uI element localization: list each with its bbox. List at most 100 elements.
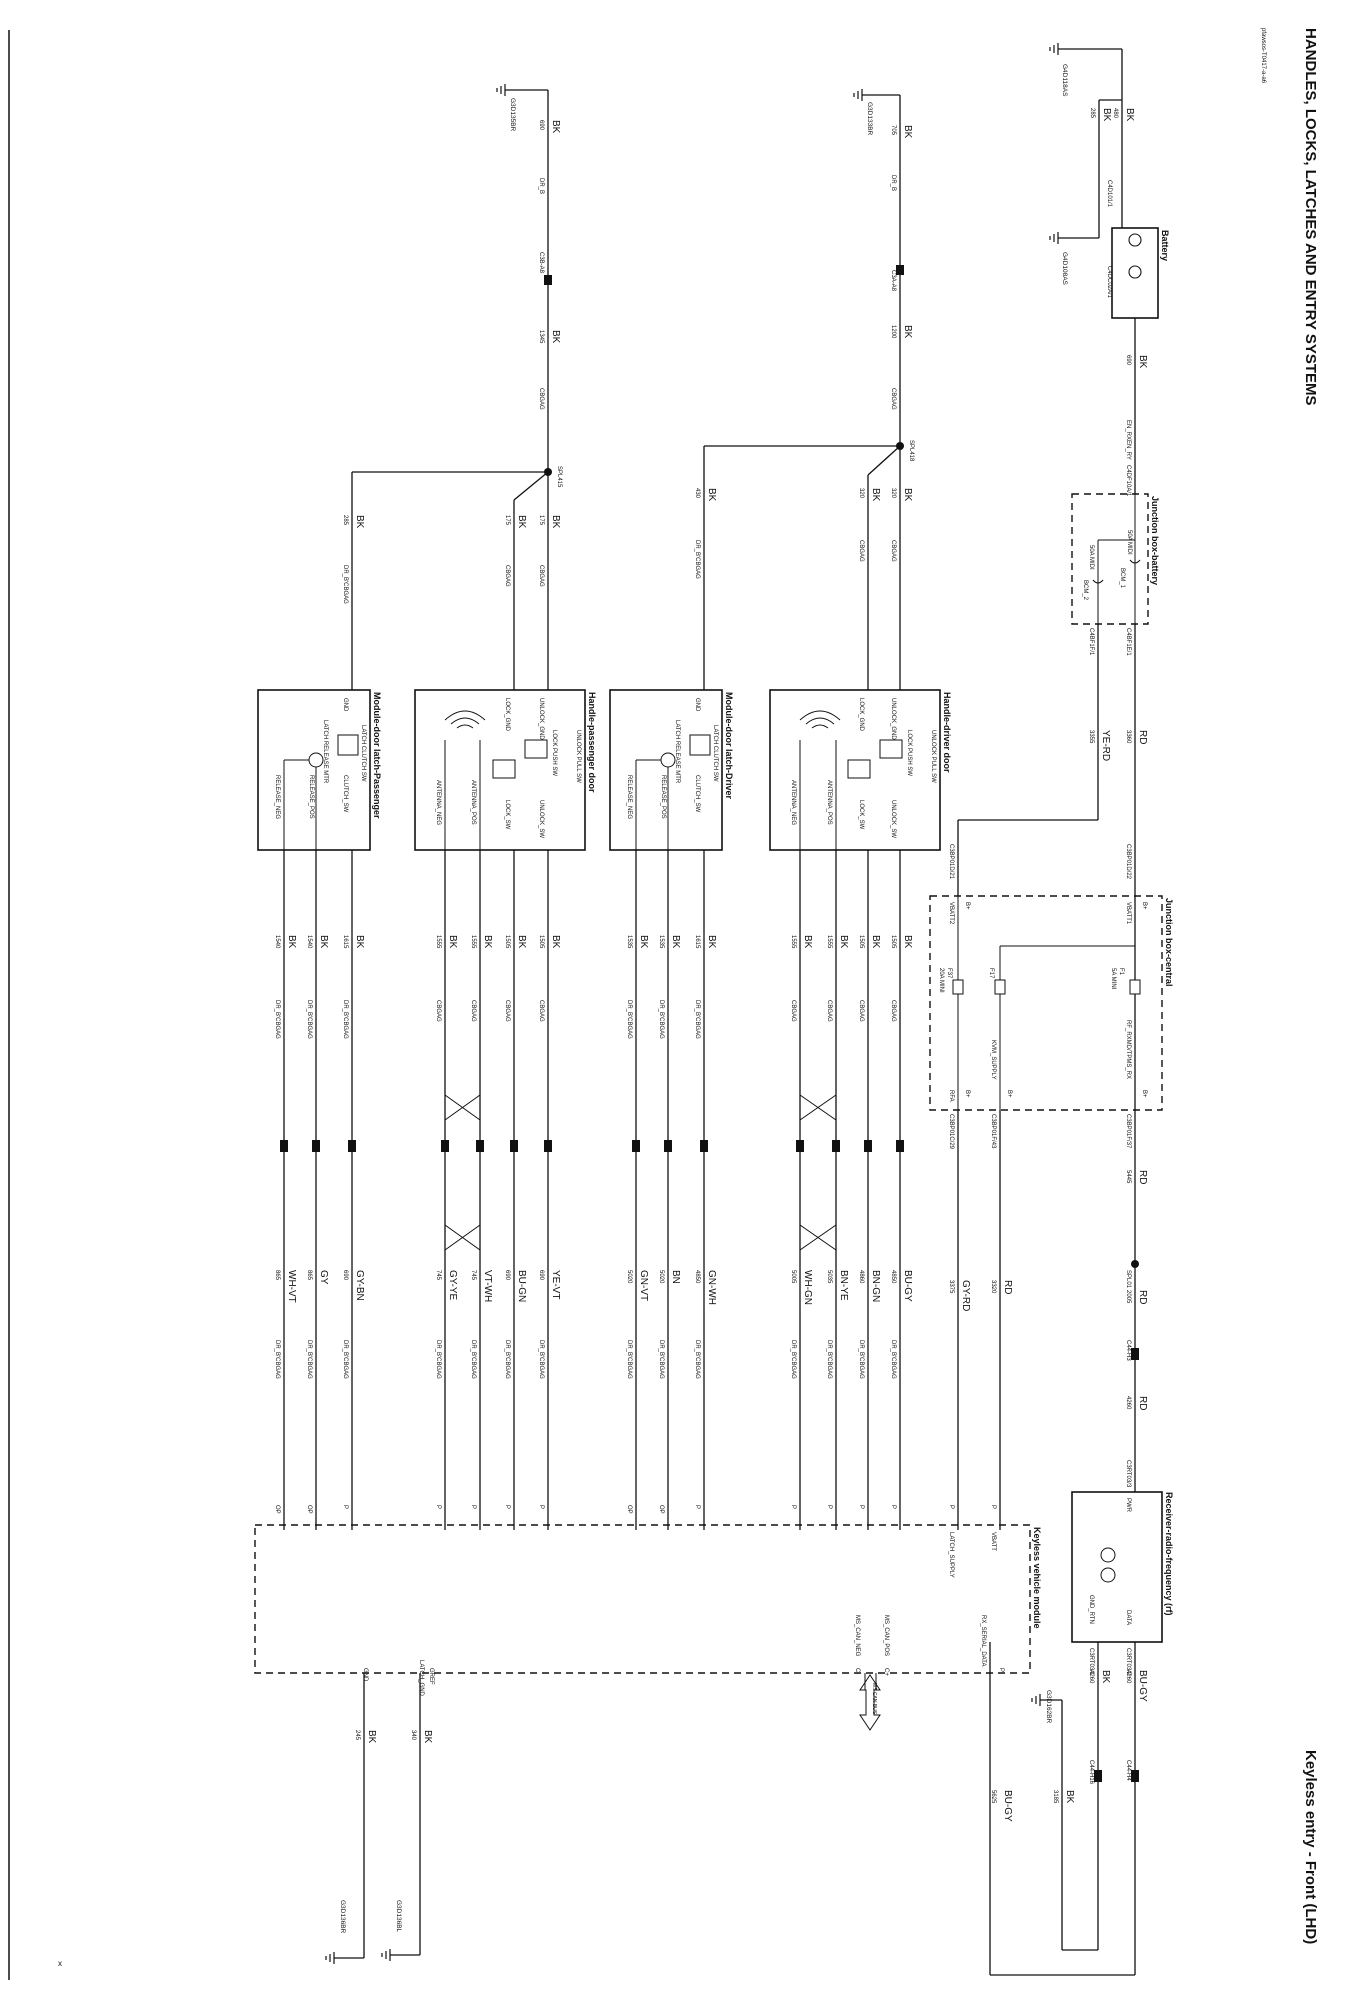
- pin-label: GND_RTN: [1088, 1595, 1094, 1624]
- twisted-pair-symbol: [799, 1094, 837, 1121]
- pin-label: C4D101/1: [1106, 180, 1112, 208]
- clutch-switch-symbol: [689, 734, 711, 756]
- wire-size-label: 4260: [1088, 1670, 1094, 1684]
- pin-label: P: [470, 1505, 476, 1509]
- antenna-icon: [799, 710, 841, 729]
- pin-label: C4DC02A/1: [1106, 266, 1112, 299]
- circuit-label: DR_B'CBGAG: [626, 1340, 632, 1379]
- wire-size-label: 1555: [826, 935, 832, 949]
- wire-size-label: 320: [890, 488, 896, 499]
- circuit-label: DR_B'CBGAG: [342, 1340, 348, 1379]
- wire-color-label: BK: [354, 515, 365, 529]
- pin-label: C3BP01F/37: [1125, 1114, 1131, 1149]
- wire-size-label: 1615: [342, 935, 348, 949]
- wire-size-label: 285: [342, 515, 348, 526]
- circuit-label: DR_B'CBGAG: [890, 1340, 896, 1379]
- kvm-label: Keyless vehicle module: [1032, 1527, 1042, 1629]
- wire-color-label: RD: [1002, 1280, 1013, 1294]
- jb-battery-outline: [1071, 493, 1149, 625]
- connector-label: C3A-A8: [890, 270, 896, 292]
- splice-label: SPL01: [1125, 1270, 1131, 1289]
- circuit-label: CBGAG: [890, 1000, 896, 1022]
- pin-label: DATA: [1125, 1610, 1131, 1625]
- circuit-label: CBGAG: [890, 540, 896, 562]
- wire-color-label: BK: [550, 120, 561, 134]
- wire-color-label: BN-GN: [870, 1270, 881, 1302]
- fuse-f17-symbol: [994, 979, 1006, 995]
- connector-label: C3B-A8: [538, 252, 544, 274]
- latch-driver-box: [609, 689, 723, 851]
- ground-symbol: [496, 84, 506, 96]
- fuse-symbol: [1092, 579, 1104, 584]
- pin-label: P: [342, 1505, 348, 1509]
- reference-code: pfawsos-T0417-a-a6: [1260, 28, 1266, 84]
- pin-label: LATCH_SUPPLY: [948, 1532, 954, 1578]
- circuit-label: CBGAG: [890, 388, 896, 410]
- pin-label: P: [435, 1505, 441, 1509]
- battery-label: Battery: [1160, 230, 1170, 261]
- wire-size-label: 430: [694, 488, 700, 499]
- circuit-label: EN_RXEN_RY: [1125, 420, 1131, 460]
- wire-size-label: 1540: [306, 935, 312, 949]
- wire-bk-175: [513, 471, 549, 501]
- pin-label: P: [826, 1505, 832, 1509]
- wire-color-label: BK: [550, 935, 561, 949]
- wire-size-label: 4260: [1125, 1396, 1131, 1410]
- connector-c44-h16: [1094, 1770, 1102, 1782]
- wire-color-label: BK: [1124, 108, 1135, 122]
- fuse-rating: 50A MIDI: [1126, 530, 1132, 555]
- passenger-ground-group: G3D135BR BK 690 DR_B C3B-A8 BK 1345 CBGA…: [342, 84, 562, 690]
- circuit-label: DR_B'CBGAG: [504, 1340, 510, 1379]
- latch-passenger: Module-door latch-Passenger LATCH CLUTCH…: [257, 689, 382, 851]
- pin-label: RFA: [948, 1090, 954, 1102]
- pin-label: P: [858, 1505, 864, 1509]
- circuit-label: DR_B: [538, 178, 544, 194]
- wire-size-label: 3360: [1125, 730, 1131, 744]
- driver-ground-group: G3D133BR BK 705 DR_B C3A-A8 BK 1200 CBGA…: [694, 89, 914, 690]
- circuit-label: CBGAG: [826, 1000, 832, 1022]
- circuit-label: DR_B'CBGAG: [306, 1340, 312, 1379]
- fuse-id: F37: [946, 968, 952, 979]
- junction-box-battery: Junction box-battery 50A MIDI BCM_1 50A …: [1071, 493, 1160, 625]
- pin-label: CLUTCH_SW: [342, 775, 348, 813]
- circuit-label: CBGAG: [504, 565, 510, 587]
- wire-color-label: BK: [870, 935, 881, 949]
- circuit-label: CBGAG: [858, 1000, 864, 1022]
- pin-label: P: [790, 1505, 796, 1509]
- wire-color-label: GY-RD: [960, 1280, 971, 1311]
- circuit-label: CBGAG: [435, 1000, 441, 1022]
- connector: [796, 1140, 804, 1152]
- handle-passenger-box: [414, 689, 586, 851]
- wire-color-label: YE-VT: [550, 1270, 561, 1299]
- ground-label: G3D135BR: [509, 98, 516, 132]
- wire-color-label: GY-BN: [354, 1270, 365, 1301]
- pin-label: UNLOCK_SW: [890, 800, 896, 838]
- corner-mark: x: [58, 1959, 62, 1968]
- jb-battery-label: Junction box-battery: [1150, 496, 1160, 585]
- connector: [348, 1140, 356, 1152]
- wire-size-label: 3185: [1052, 1790, 1058, 1804]
- pin-label: OP: [306, 1505, 312, 1514]
- switch-label: LOCK PUSH SW: [551, 730, 557, 776]
- pin-label: GND: [342, 698, 348, 712]
- wire-size-label: 175: [504, 515, 510, 526]
- twisted-pair-symbol: [799, 1224, 837, 1251]
- connector: [632, 1140, 640, 1152]
- wire-size-label: 1345: [538, 330, 544, 344]
- connector-label: C44-H16: [1088, 1760, 1094, 1785]
- pin-label: P: [504, 1505, 510, 1509]
- ground-symbol: [1049, 232, 1059, 244]
- latch-passenger-label: Module-door latch-Passenger: [372, 692, 382, 819]
- latch-driver-label: Module-door latch-Driver: [724, 692, 734, 800]
- fuse-f1-symbol: [1129, 979, 1141, 995]
- circuit-label: CBGAG: [470, 1000, 476, 1022]
- pin-label: VBATT: [990, 1532, 996, 1551]
- circuit-label: DR_B'CBGAG: [626, 1000, 632, 1039]
- wire-color-label: BK: [550, 515, 561, 529]
- wire-size-label: 3320: [990, 1280, 996, 1294]
- circuit-label: DR_B'CBGAG: [538, 1340, 544, 1379]
- wire-color-label: BK: [870, 488, 881, 502]
- pin-label: RF_RXMD/TPMS_RX: [1125, 1020, 1131, 1079]
- pin-label: RELEASE_POS: [660, 775, 666, 819]
- connector: [510, 1140, 518, 1152]
